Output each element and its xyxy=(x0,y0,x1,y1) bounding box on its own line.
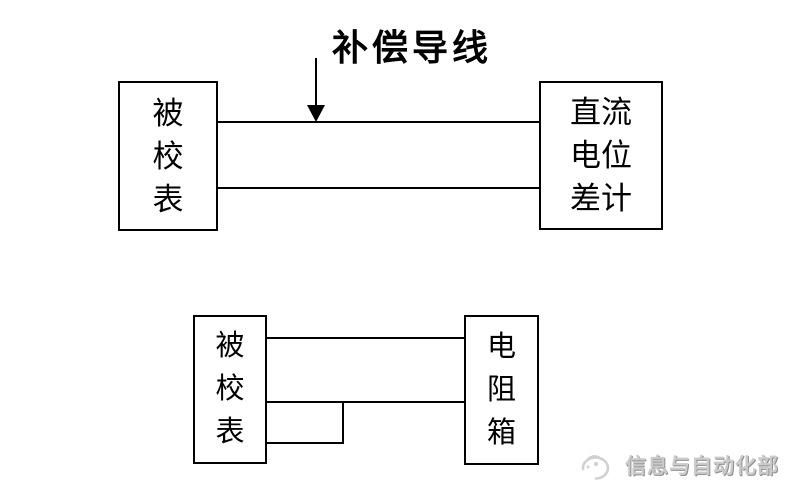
dc-potentiometer-box: 直流 电位 差计 xyxy=(539,81,663,230)
meter-under-test-box-bottom: 被 校 表 xyxy=(193,315,267,464)
box-char: 电 xyxy=(486,330,516,363)
box-char: 箱 xyxy=(486,416,516,449)
meter-under-test-box-top: 被 校 表 xyxy=(118,81,218,231)
box-char: 阻 xyxy=(486,373,516,406)
bottom-wire-middle xyxy=(267,401,464,403)
bottom-wire-stub xyxy=(267,442,344,444)
box-char: 被 xyxy=(152,95,184,131)
box-char: 表 xyxy=(215,416,245,448)
box-char: 被 xyxy=(215,330,245,362)
box-line: 电位 xyxy=(570,138,632,173)
down-arrow-stem xyxy=(315,58,317,106)
box-char: 表 xyxy=(152,181,184,217)
top-wire-lower xyxy=(218,187,539,189)
box-char: 校 xyxy=(215,373,245,405)
watermark: 信息与自动化部 xyxy=(576,448,779,482)
compensation-wire-label: 补偿导线 xyxy=(332,27,493,68)
box-line: 差计 xyxy=(570,181,632,216)
box-line: 直流 xyxy=(570,95,632,130)
bottom-wire-vertical-connector xyxy=(342,401,344,444)
box-char: 校 xyxy=(152,138,184,174)
watermark-text: 信息与自动化部 xyxy=(625,455,779,478)
org-logo-icon xyxy=(581,455,610,480)
bottom-wire-upper xyxy=(267,337,464,339)
resistance-box: 电 阻 箱 xyxy=(464,315,539,465)
down-arrow-head-icon xyxy=(307,105,325,122)
top-wire-upper xyxy=(218,121,539,123)
